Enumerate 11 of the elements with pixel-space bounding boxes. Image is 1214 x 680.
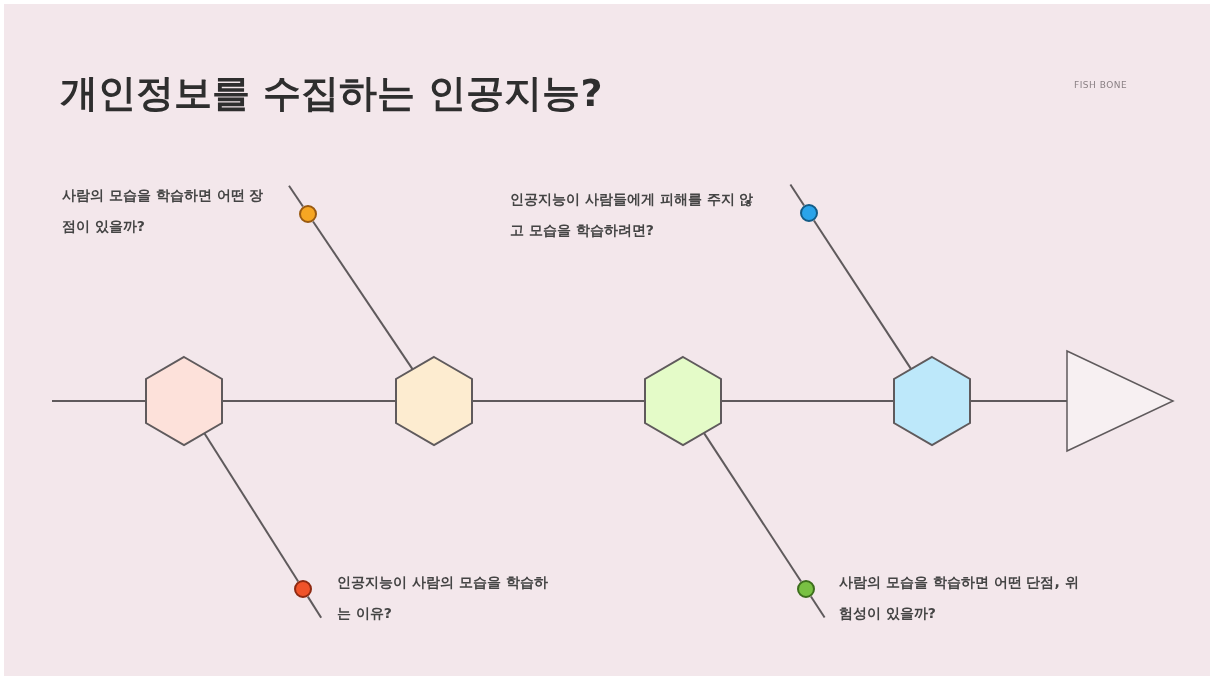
question-text: 인공지능이 사람의 모습을 학습하는 이유? — [337, 573, 549, 623]
title: 개인정보를 수집하는 인공지능? — [60, 70, 603, 117]
branch-line — [312, 220, 414, 371]
branch-line — [203, 432, 300, 583]
branch-line — [702, 431, 803, 583]
question-text: 사람의 모습을 학습하면 어떤 장점이 있을까? — [62, 186, 265, 236]
corner-label: FISH BONE — [1074, 80, 1128, 90]
branch-line — [812, 219, 913, 371]
question-text: 인공지능이 사람들에게 피해를 주지 않고 모습을 학습하려면? — [510, 190, 755, 240]
question-text: 사람의 모습을 학습하면 어떤 단점, 위험성이 있을까? — [839, 573, 1080, 623]
spine-line — [51, 400, 147, 402]
